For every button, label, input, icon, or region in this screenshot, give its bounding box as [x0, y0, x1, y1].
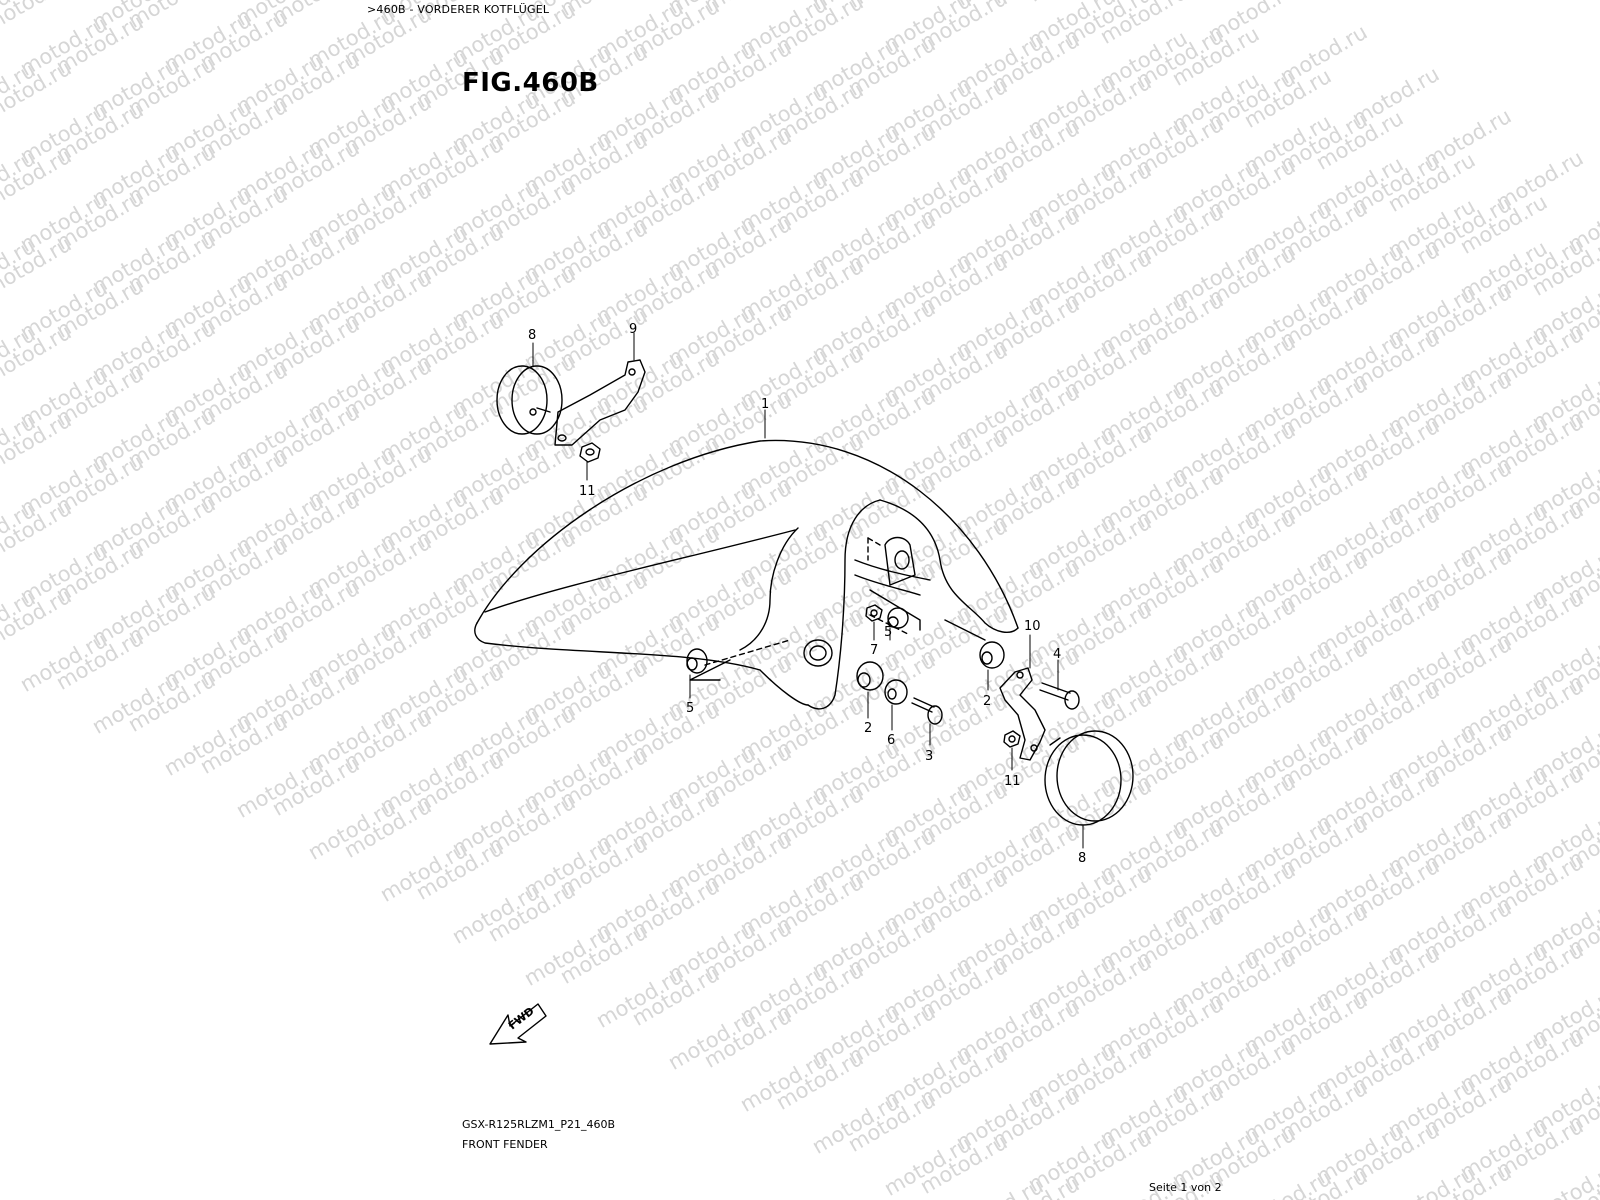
rubber-washer-right [979, 641, 1005, 669]
collar-center [887, 607, 909, 629]
callout-numbers: 1 8 9 11 5 7 5 2 6 3 10 4 2 11 8 FWD [506, 322, 1086, 1032]
callout-9: 9 [629, 322, 637, 337]
forward-direction-arrow [489, 1003, 547, 1045]
washer-left [686, 648, 708, 674]
nut-left [579, 442, 601, 463]
breadcrumb: >460B - VORDERER KOTFLÜGEL [367, 3, 550, 16]
fender-mount-bracket [884, 536, 916, 586]
callout-4: 4 [1053, 647, 1061, 662]
front-fender [474, 439, 1019, 710]
callout-5-center: 5 [884, 625, 892, 640]
figure-title: FIG.460B [462, 68, 599, 98]
callout-6: 6 [887, 733, 895, 748]
model-code: GSX-R125RLZM1_P21_460B [462, 1118, 616, 1131]
callout-11-left: 11 [579, 484, 596, 499]
callout-2-center: 2 [864, 721, 872, 736]
callout-1: 1 [761, 397, 769, 412]
callout-7: 7 [870, 643, 878, 658]
grommet [803, 639, 833, 667]
part-name: FRONT FENDER [462, 1138, 548, 1151]
callout-11-right: 11 [1004, 774, 1021, 789]
callout-3: 3 [925, 749, 933, 764]
screw-center [911, 697, 943, 725]
reflector-bracket-left [554, 359, 646, 446]
rubber-washer-center [856, 661, 884, 691]
screw-right [1039, 682, 1080, 710]
callout-8-right: 8 [1078, 851, 1086, 866]
callout-2-right: 2 [983, 694, 991, 709]
reflector-bracket-right [999, 667, 1046, 761]
nut-right [1003, 730, 1021, 748]
callout-10: 10 [1024, 619, 1041, 634]
flat-washer [884, 679, 908, 705]
nut-center [865, 604, 883, 622]
reflector-left [496, 365, 563, 435]
callout-8-left: 8 [528, 328, 536, 343]
callout-5-left: 5 [686, 701, 694, 716]
reflector-right [1044, 730, 1134, 826]
page-number: Seite 1 von 2 [1149, 1181, 1222, 1194]
